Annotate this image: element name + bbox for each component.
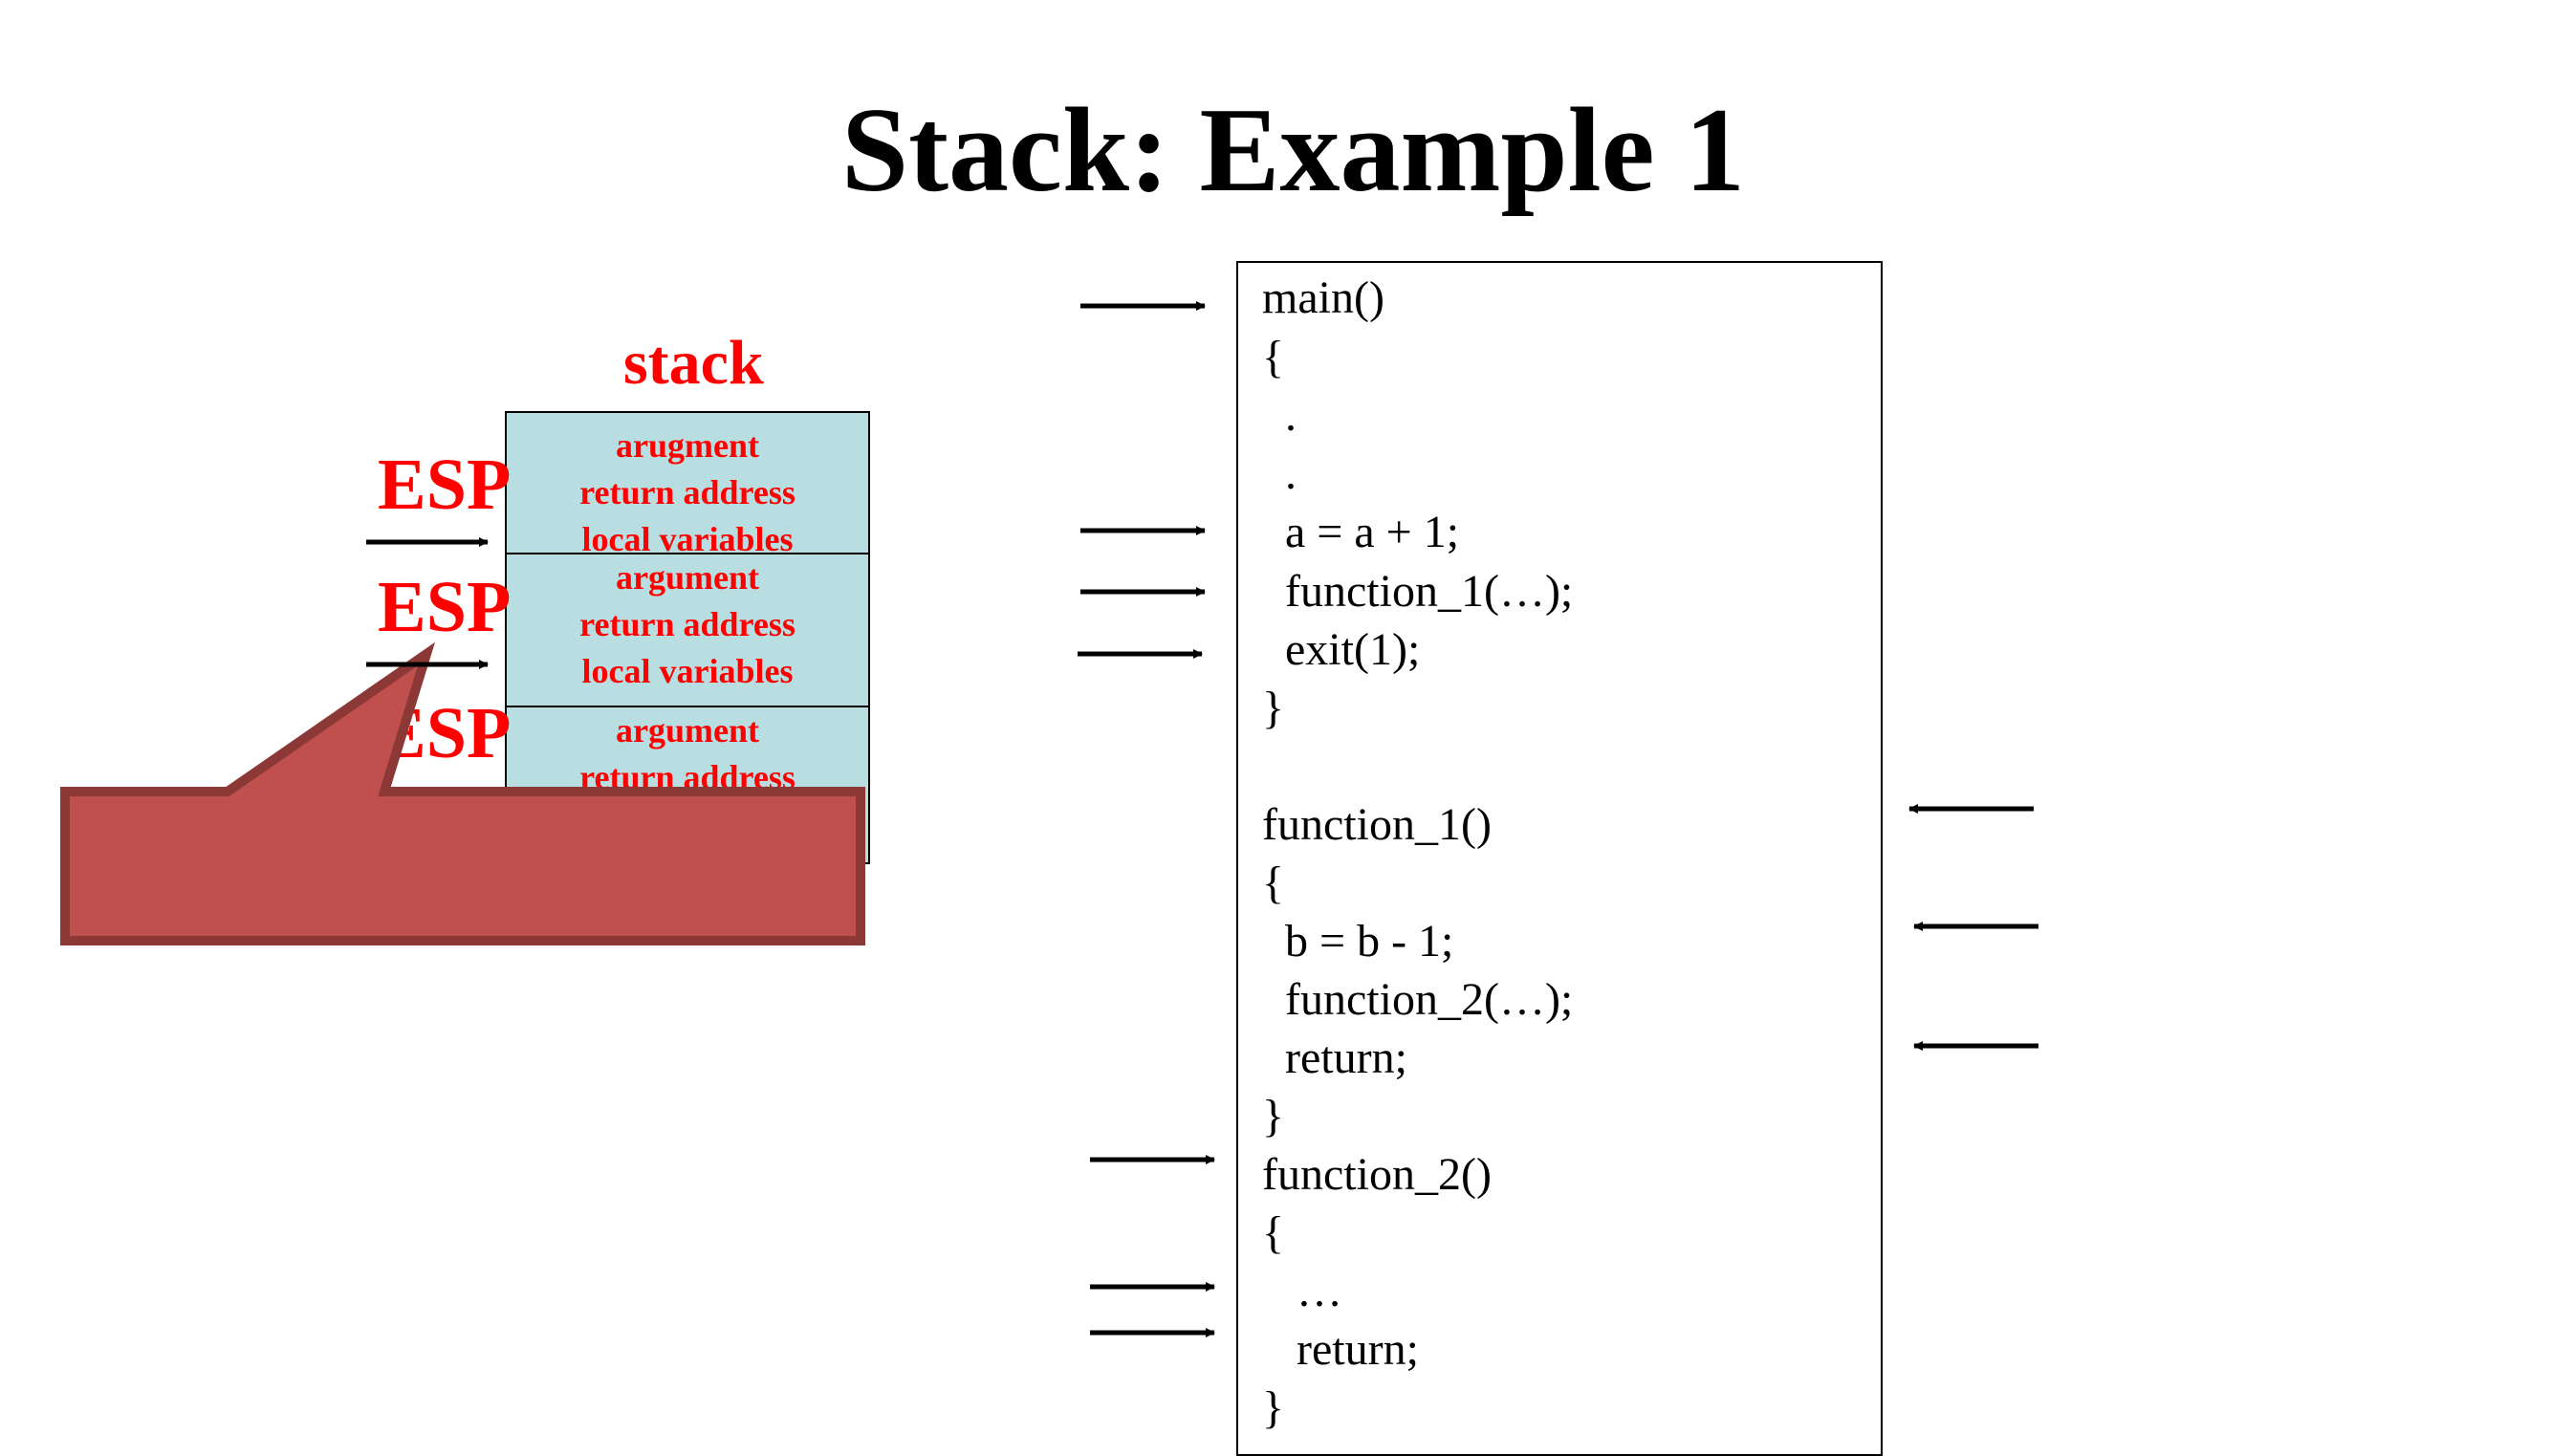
- code-line: function_1(): [1262, 799, 1492, 850]
- code-line: {: [1262, 858, 1285, 908]
- code-line: .: [1262, 390, 1297, 441]
- code-line: function_2(…);: [1262, 974, 1574, 1025]
- frame-2-return-address: return address: [579, 605, 796, 643]
- frame-1-return-address: return address: [579, 473, 796, 511]
- code-line: }: [1262, 1382, 1285, 1433]
- code-line: main(): [1262, 272, 1384, 323]
- code-line: function_1(…);: [1262, 566, 1574, 617]
- code-line: {: [1262, 332, 1285, 382]
- stack-frame-2: argument return address local variables: [505, 553, 870, 707]
- stack-label: stack: [623, 328, 764, 398]
- frame-2-local-variables: local variables: [581, 652, 794, 690]
- code-listing: [1236, 261, 1883, 1456]
- code-line: .: [1262, 448, 1297, 499]
- code-line: return;: [1262, 1324, 1419, 1375]
- code-line: }: [1262, 1091, 1285, 1141]
- code-line: {: [1262, 1207, 1285, 1258]
- code-line: function_2(): [1262, 1149, 1492, 1200]
- code-line: }: [1262, 683, 1285, 733]
- esp-label-1: ESP: [378, 445, 512, 525]
- frame-1-argument: arugment: [616, 426, 759, 465]
- frame-3-argument: argument: [616, 711, 759, 750]
- stack-frame-1: arugment return address local variables: [505, 411, 870, 558]
- esp-label-2: ESP: [378, 567, 512, 647]
- code-line: exit(1);: [1262, 624, 1421, 675]
- frame-2-argument: argument: [616, 558, 759, 597]
- code-line: b = b - 1;: [1262, 916, 1454, 967]
- code-line: a = a + 1;: [1262, 507, 1460, 557]
- code-line: return;: [1262, 1032, 1407, 1083]
- frame-1-local-variables: local variables: [581, 520, 794, 558]
- code-line: …: [1262, 1266, 1342, 1316]
- slide-title: Stack: Example 1: [841, 84, 1745, 217]
